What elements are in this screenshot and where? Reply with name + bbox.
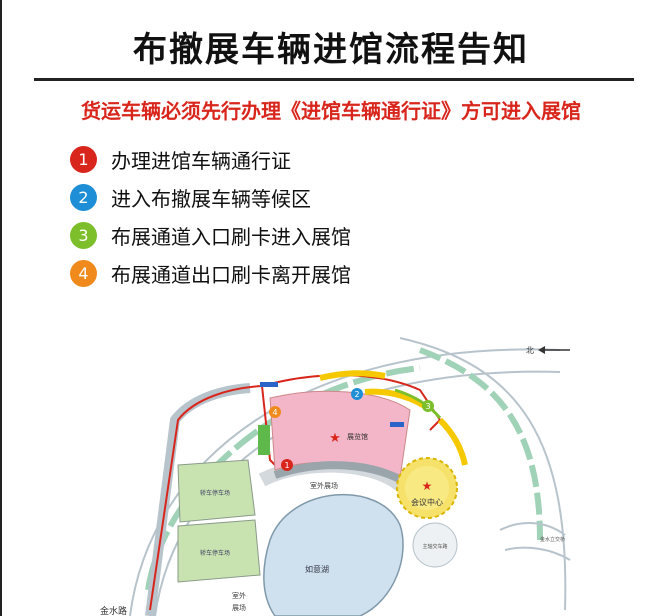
process-steps: 1 办理进馆车辆通行证 2 进入布撤展车辆等候区 3 布展通道入口刷卡进入展馆 …: [70, 140, 351, 292]
bottom-left-road-label: 金水路: [100, 605, 127, 616]
step-4-number-badge: 4: [70, 259, 97, 287]
outdoor-site-top-label: 室外展场: [310, 481, 338, 490]
exhibition-hall-star-icon: ★: [329, 431, 341, 446]
map-marker-1: [281, 459, 293, 471]
parking-lot-2: [177, 519, 261, 583]
step-3-label: 布展通道入口刷卡进入展馆: [111, 224, 351, 249]
north-label: 北: [526, 346, 534, 355]
step-1-number-badge: 1: [70, 145, 97, 173]
plaza-road-label: 主轴交车路: [422, 543, 447, 550]
green-lane: [258, 425, 270, 455]
lake-label: 如意湖: [305, 564, 329, 574]
blue-lane-1: [260, 382, 278, 387]
conference-center-label: 会议中心: [411, 497, 443, 507]
plaza: [412, 522, 458, 568]
map-marker-3-number: 3: [425, 402, 430, 411]
yellow-lane-4: [437, 417, 468, 466]
step-1: 1 办理进馆车辆通行证: [70, 140, 351, 178]
interchange: [499, 522, 571, 561]
outdoor-site-bottom-label-2: 展场: [232, 603, 246, 612]
step-1-label: 办理进馆车辆通行证: [111, 148, 291, 173]
map-marker-4-number: 4: [272, 408, 277, 417]
hall-inner-road: [273, 461, 407, 486]
map-marker-1-number: 1: [284, 461, 289, 470]
step-3-number-badge: 3: [70, 221, 97, 249]
parking-lot-1-label: 轿车停车场: [200, 489, 230, 497]
step-2-label: 进入布撤展车辆等候区: [111, 186, 311, 211]
exhibition-hall-label: 展览馆: [347, 432, 368, 441]
step-3: 3 布展通道入口刷卡进入展馆: [70, 216, 351, 254]
title-divider: [34, 78, 634, 81]
page-title: 布撤展车辆进馆流程告知: [133, 30, 529, 70]
north-arrow-head: [538, 346, 545, 354]
interchange-label: 金水立交桥: [540, 536, 565, 543]
map-marker-3: [422, 400, 434, 412]
outer-road-right: [399, 337, 567, 611]
step-4: 4 布展通道出口刷卡离开展馆: [70, 254, 351, 292]
lake: [263, 493, 404, 616]
outer-ring-road: [129, 348, 561, 616]
conference-center-star-icon: ★: [422, 479, 433, 493]
outdoor-site-bottom-label-1: 室外: [232, 591, 246, 600]
outer-ring-road-2: [154, 370, 561, 616]
yellow-lane-1: [319, 370, 386, 381]
green-belt-right: [418, 347, 543, 541]
map-marker-2: [351, 388, 363, 400]
map-marker-2-number: 2: [354, 390, 359, 399]
conference-center: [396, 457, 458, 519]
site-map: 轿车停车场 轿车停车场 如意湖 室外展场 室外 展场 ★ 展览馆 1 2 3 4…: [100, 337, 571, 616]
step-4-label: 布展通道出口刷卡离开展馆: [111, 262, 351, 287]
parking-lot-2-label: 轿车停车场: [200, 549, 230, 557]
map-marker-4: [269, 406, 281, 418]
notice-text: 货运车辆必须先行办理《进馆车辆通行证》方可进入展馆: [81, 99, 581, 123]
step-2-number-badge: 2: [70, 183, 97, 211]
parking-lot-1: [177, 459, 256, 523]
blue-lane-2: [390, 422, 404, 427]
yellow-lane-3: [394, 388, 442, 419]
step-2: 2 进入布撤展车辆等候区: [70, 178, 351, 216]
